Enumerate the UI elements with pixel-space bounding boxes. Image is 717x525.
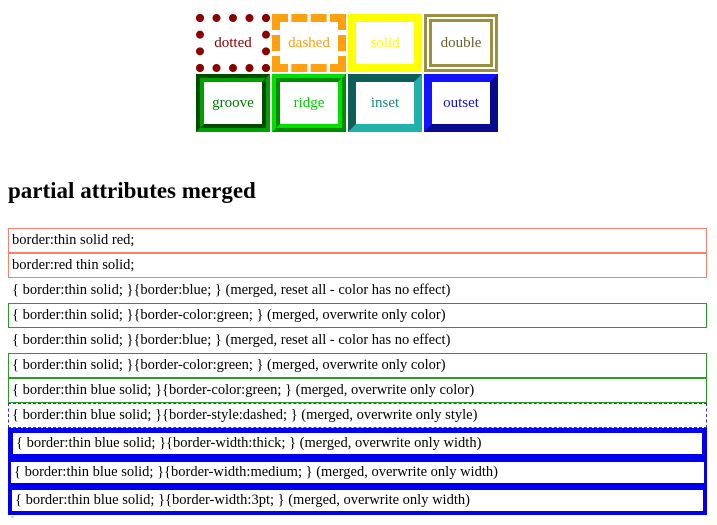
list-item: { border:thin blue solid; }{border-width… bbox=[8, 428, 707, 459]
list-item: border:red thin solid; bbox=[8, 253, 707, 278]
list-item: { border:thin solid; }{border-color:gree… bbox=[8, 303, 707, 328]
merged-attributes-list: border:thin solid red; border:red thin s… bbox=[8, 228, 707, 515]
swatch-ridge: ridge bbox=[272, 74, 346, 132]
list-item: { border:thin blue solid; }{border-width… bbox=[8, 459, 707, 486]
list-item: { border:thin blue solid; }{border-color… bbox=[8, 378, 707, 403]
border-style-swatch-grid: dotted dashed solid double groove ridge … bbox=[196, 14, 532, 132]
swatch-dotted: dotted bbox=[196, 14, 270, 72]
page-bottom-artifact bbox=[11, 516, 14, 518]
list-item: { border:thin solid; }{border:blue; } (m… bbox=[8, 278, 707, 303]
list-item: border:thin solid red; bbox=[8, 228, 707, 253]
swatch-solid: solid bbox=[348, 14, 422, 72]
swatch-row-2: groove ridge inset outset bbox=[196, 74, 532, 132]
swatch-dashed: dashed bbox=[272, 14, 346, 72]
swatch-outset: outset bbox=[424, 74, 498, 132]
swatch-inset: inset bbox=[348, 74, 422, 132]
list-item: { border:thin blue solid; }{border-style… bbox=[8, 403, 707, 428]
swatch-row-1: dotted dashed solid double bbox=[196, 14, 532, 72]
list-item: { border:thin solid; }{border:blue; } (m… bbox=[8, 328, 707, 353]
page-heading: partial attributes merged bbox=[8, 178, 256, 203]
swatch-double: double bbox=[424, 14, 498, 72]
list-item: { border:thin blue solid; }{border-width… bbox=[8, 486, 707, 515]
swatch-groove: groove bbox=[196, 74, 270, 132]
list-item: { border:thin solid; }{border-color:gree… bbox=[8, 353, 707, 378]
